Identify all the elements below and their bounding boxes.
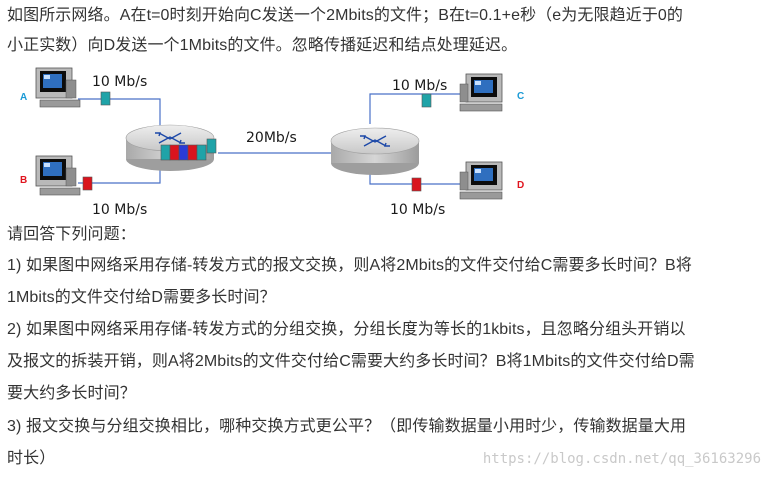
question-3-line-2: 时长）	[7, 450, 56, 467]
computer-c-icon	[459, 73, 503, 112]
intro-line-2: 小正实数）向D发送一个1Mbits的文件。忽略传播延迟和结点处理延迟。	[7, 37, 518, 54]
computer-d-icon	[459, 161, 503, 200]
queue-packet	[187, 144, 198, 161]
rate-label-trunk: 20Mb/s	[246, 130, 297, 146]
questions-prompt: 请回答下列问题：	[7, 226, 136, 243]
question-1-line-2: 1Mbits的文件交付给D需要多长时间？	[7, 289, 276, 306]
queue-packet	[196, 144, 207, 161]
link-b-router1	[78, 165, 161, 184]
rate-label-b: 10 Mb/s	[92, 202, 147, 218]
router-2	[330, 127, 420, 175]
computer-a-icon	[35, 67, 81, 108]
outgoing-packet	[206, 138, 217, 154]
router-arrows-icon	[155, 132, 185, 144]
link-router2-c	[369, 93, 465, 124]
rate-label-d: 10 Mb/s	[390, 202, 445, 218]
rate-label-a: 10 Mb/s	[92, 74, 147, 90]
rate-label-c: 10 Mb/s	[392, 78, 447, 94]
packet-b	[82, 176, 93, 191]
computer-b-icon	[35, 155, 81, 196]
router-arrows-icon	[360, 135, 390, 147]
watermark: https://blog.csdn.net/qq_36163296	[482, 451, 761, 467]
question-2-line-3: 要大约多长时间？	[7, 385, 136, 402]
intro-line-1: 如图所示网络。A在t=0时刻开始向C发送一个2Mbits的文件；B在t=0.1+…	[7, 7, 683, 24]
question-2-line-1: 2) 如果图中网络采用存储-转发方式的分组交换，分组长度为等长的1kbits，且…	[7, 321, 686, 338]
queue-packet	[169, 144, 180, 161]
queue-packet	[160, 144, 171, 161]
packet-a	[100, 91, 111, 106]
host-label-c: C	[517, 91, 524, 102]
network-diagram: A B C D 10 Mb/s 10 Mb/s 20Mb/s 10 Mb/s 1…	[20, 67, 524, 218]
queue-packet	[178, 144, 189, 161]
question-2-line-2: 及报文的拆装开销，则A将2Mbits的文件交付给C需要大约多长时间？B将1Mbi…	[7, 353, 695, 370]
host-label-d: D	[517, 180, 524, 191]
packet-queue	[160, 138, 217, 161]
packet-c	[421, 93, 432, 108]
host-label-b: B	[20, 175, 27, 186]
question-1-line-1: 1) 如果图中网络采用存储-转发方式的报文交换，则A将2Mbits的文件交付给C…	[7, 257, 692, 274]
question-3-line-1: 3) 报文交换与分组交换相比，哪种交换方式更公平？（即传输数据量小用时少，传输数…	[7, 418, 687, 435]
packet-d	[411, 177, 422, 192]
host-label-a: A	[20, 92, 27, 103]
